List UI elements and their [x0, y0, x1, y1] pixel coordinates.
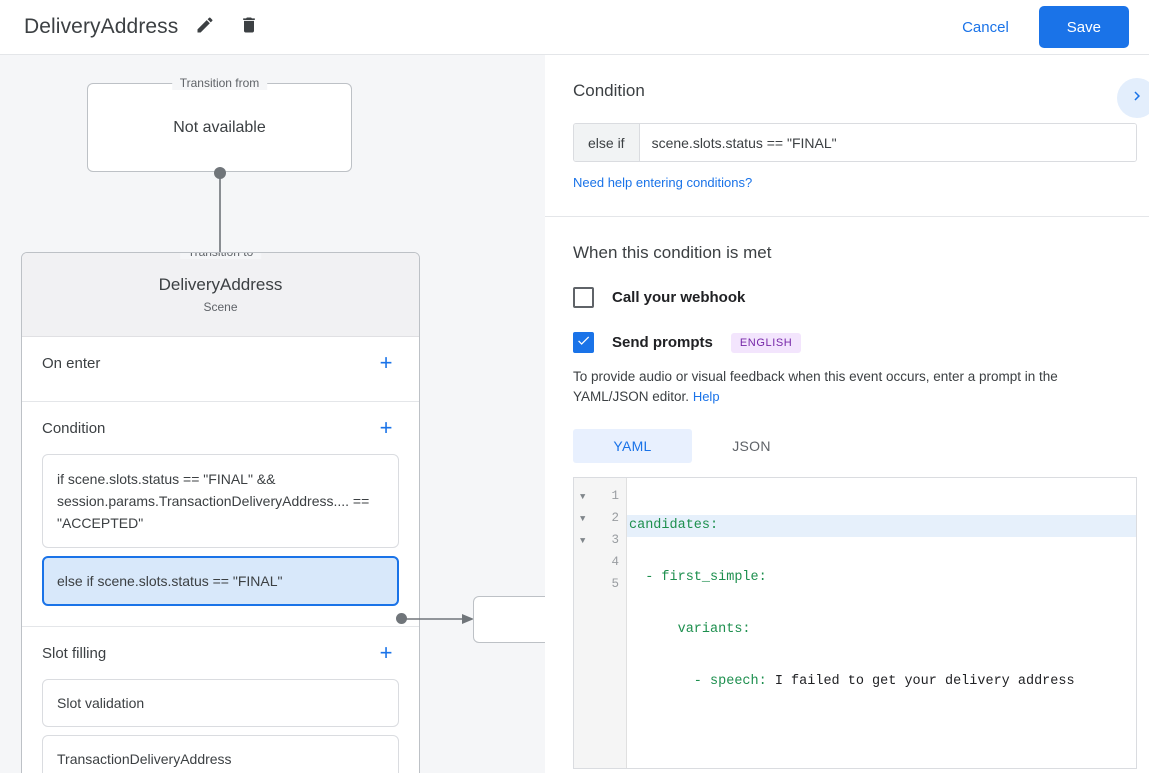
line-number: 3 — [611, 533, 619, 547]
fold-triangle-icon[interactable]: ▼ — [580, 492, 586, 502]
need-help-entering-conditions-link[interactable]: Need help entering conditions? — [573, 175, 753, 190]
slot-item-transaction-delivery-address[interactable]: TransactionDeliveryAddress — [42, 735, 399, 773]
gutter-line: ▼ 3 — [574, 529, 626, 551]
section-slot-filling: Slot filling + Slot validation Transacti… — [22, 627, 419, 773]
expand-panel-button[interactable] — [1117, 78, 1149, 118]
page-title: DeliveryAddress — [24, 15, 179, 38]
condition-panel-section: Condition else if Need help entering con… — [545, 55, 1149, 217]
condition-help-row: Need help entering conditions? — [573, 174, 1121, 192]
fold-triangle-icon[interactable]: ▼ — [580, 514, 586, 524]
transition-to-legend: Transition to — [179, 253, 262, 259]
condition-prefix-label: else if — [574, 124, 640, 161]
code-value: I failed to get your delivery address — [766, 674, 1075, 689]
condition-edge-handle[interactable] — [396, 613, 407, 624]
when-condition-met-title: When this condition is met — [573, 243, 772, 262]
transition-to-node[interactable]: Transition to DeliveryAddress Scene On e… — [21, 252, 420, 773]
target-node-stub[interactable] — [473, 596, 545, 643]
condition-panel-title: Condition — [573, 81, 645, 100]
condition-edge-line — [404, 607, 476, 631]
code-key: variants: — [629, 622, 751, 637]
language-badge: ENGLISH — [730, 332, 802, 353]
section-condition-title: Condition — [42, 419, 106, 437]
section-condition: Condition + if scene.slots.status == "FI… — [22, 402, 419, 627]
chevron-right-icon — [1128, 87, 1146, 110]
edit-button[interactable] — [188, 10, 222, 44]
section-on-enter-title: On enter — [42, 354, 101, 372]
pencil-icon — [195, 15, 215, 40]
transition-from-title: Not available — [173, 118, 266, 136]
details-panel: Condition else if Need help entering con… — [545, 55, 1149, 773]
line-number: 2 — [611, 511, 619, 525]
section-slot-filling-title: Slot filling — [42, 644, 107, 662]
code-key: - first_simple: — [629, 570, 767, 585]
condition-list-item[interactable]: if scene.slots.status == "FINAL" && sess… — [42, 454, 399, 548]
send-prompts-checkbox[interactable] — [573, 332, 594, 353]
line-number: 5 — [611, 577, 619, 591]
send-prompts-label: Send prompts — [612, 334, 713, 351]
gutter-line: ▼ 1 — [574, 485, 626, 507]
send-prompts-description-text: To provide audio or visual feedback when… — [573, 369, 1058, 404]
call-webhook-row[interactable]: Call your webhook — [573, 287, 1121, 308]
code-line: variants: — [627, 619, 1136, 641]
transition-to-name: DeliveryAddress — [158, 275, 283, 294]
save-button[interactable]: Save — [1038, 6, 1129, 48]
code-line: candidates: — [627, 515, 1136, 537]
transition-to-subtitle: Scene — [203, 300, 238, 314]
top-bar-actions: Cancel Save — [946, 6, 1149, 48]
send-prompts-description: To provide audio or visual feedback when… — [573, 367, 1133, 407]
condition-field[interactable]: else if — [573, 123, 1137, 162]
transition-to-header: DeliveryAddress Scene — [22, 253, 419, 337]
prompt-code-editor[interactable]: ▼ 1 ▼ 2 ▼ 3 4 5 candidates — [573, 477, 1137, 769]
line-number: 4 — [611, 555, 619, 569]
checkmark-icon — [576, 333, 591, 353]
condition-expression-input[interactable] — [639, 124, 1136, 161]
delete-button[interactable] — [232, 10, 266, 44]
code-line: - speech: I failed to get your delivery … — [627, 671, 1136, 693]
tab-json[interactable]: JSON — [732, 438, 771, 454]
trash-icon — [239, 15, 259, 40]
code-line — [627, 723, 1136, 745]
gutter-line: 4 — [574, 551, 626, 573]
gutter-line: 5 — [574, 573, 626, 595]
code-key: candidates: — [629, 518, 719, 533]
add-slot-filling-button[interactable]: + — [379, 640, 393, 665]
call-webhook-checkbox[interactable] — [573, 287, 594, 308]
section-on-enter: On enter + — [22, 337, 419, 402]
add-on-enter-button[interactable]: + — [379, 350, 393, 375]
gutter-line: ▼ 2 — [574, 507, 626, 529]
send-prompts-row[interactable]: Send prompts ENGLISH — [573, 332, 1121, 353]
top-bar: DeliveryAddress Cancel Save — [0, 0, 1149, 55]
transition-from-legend: Transition from — [171, 76, 268, 90]
line-number: 1 — [611, 489, 619, 503]
editor-code-area[interactable]: candidates: - first_simple: variants: - … — [627, 478, 1136, 768]
transition-from-node[interactable]: Transition from Not available — [87, 76, 352, 172]
code-line: - first_simple: — [627, 567, 1136, 589]
add-condition-button[interactable]: + — [379, 415, 393, 440]
condition-list-item-selected[interactable]: else if scene.slots.status == "FINAL" — [42, 556, 399, 606]
code-key: - speech: — [629, 674, 767, 689]
editor-gutter: ▼ 1 ▼ 2 ▼ 3 4 5 — [574, 478, 627, 768]
editor-format-tabs: YAML JSON — [573, 429, 1121, 463]
cancel-button[interactable]: Cancel — [946, 11, 1025, 44]
flow-canvas[interactable]: Transition from Not available Transition… — [0, 55, 545, 773]
when-condition-met-section: When this condition is met Call your web… — [545, 217, 1149, 769]
slot-validation-item[interactable]: Slot validation — [42, 679, 399, 727]
call-webhook-label: Call your webhook — [612, 289, 746, 306]
tab-yaml[interactable]: YAML — [573, 429, 692, 463]
help-link[interactable]: Help — [692, 389, 720, 404]
fold-triangle-icon[interactable]: ▼ — [580, 536, 586, 546]
